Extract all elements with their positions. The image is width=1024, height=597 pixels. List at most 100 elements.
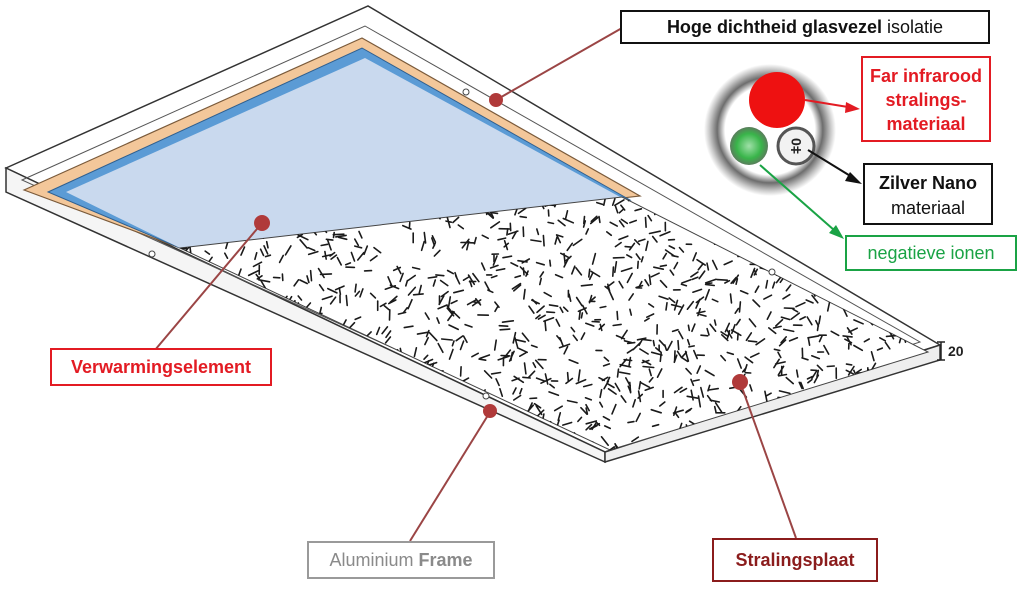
speckle [407, 298, 413, 310]
speckle [611, 266, 615, 278]
speckle [748, 318, 757, 328]
speckle [293, 390, 297, 403]
speckle [462, 335, 468, 344]
speckle [705, 282, 713, 285]
speckle [563, 345, 569, 355]
speckle [878, 336, 887, 342]
speckle [671, 328, 679, 333]
speckle [275, 330, 279, 342]
speckle [666, 340, 673, 351]
speckle [511, 282, 522, 290]
speckle [691, 276, 699, 281]
speckle [738, 438, 743, 449]
speckle [424, 312, 430, 321]
speckle [241, 339, 249, 349]
speckle [512, 394, 522, 401]
speckle [344, 350, 352, 361]
speckle [730, 329, 742, 337]
speckle [358, 365, 366, 369]
speckle [481, 234, 490, 240]
speckle [211, 393, 219, 403]
speckle [308, 421, 321, 425]
speckle [642, 365, 655, 369]
speckle [297, 295, 303, 301]
speckle [451, 340, 455, 347]
speckle [602, 415, 611, 421]
speckle [861, 439, 868, 449]
speckle [475, 445, 480, 450]
speckle [669, 269, 675, 276]
speckle [854, 395, 857, 405]
speckle [382, 453, 387, 457]
speckle [424, 336, 430, 346]
arrow-negative-ions-head [829, 225, 844, 239]
speckle [545, 311, 556, 314]
speckle [619, 363, 632, 368]
speckle [570, 326, 576, 333]
screw [462, 88, 470, 96]
speckle [440, 290, 449, 298]
speckle [484, 281, 491, 292]
speckle [338, 287, 342, 296]
speckle [486, 446, 498, 450]
speckle [548, 391, 560, 397]
speckle [927, 386, 928, 391]
speckle [862, 274, 869, 286]
speckle [210, 400, 214, 409]
speckle [461, 238, 470, 249]
speckle [375, 326, 381, 336]
speckle [797, 431, 808, 436]
speckle [690, 389, 694, 401]
speckle [499, 387, 504, 398]
speckle [483, 369, 493, 379]
speckle [842, 415, 849, 421]
speckle [467, 274, 476, 286]
speckle [640, 256, 644, 263]
speckle [923, 279, 928, 284]
speckle [648, 230, 662, 235]
speckle [782, 293, 791, 300]
speckle [879, 456, 881, 461]
speckle [924, 394, 927, 406]
speckle [921, 227, 928, 235]
speckle [826, 430, 832, 443]
dimension-marker [937, 341, 945, 361]
speckle [780, 444, 789, 450]
speckle [516, 452, 518, 459]
speckle [293, 433, 301, 439]
speckle [336, 256, 343, 266]
speckle [777, 373, 788, 377]
speckle [230, 297, 238, 302]
speckle [374, 399, 381, 407]
speckle [212, 304, 217, 315]
speckle [232, 455, 236, 461]
speckle [696, 258, 707, 266]
speckle [347, 402, 355, 406]
speckle [403, 414, 410, 420]
speckle [379, 365, 391, 374]
speckle [910, 310, 919, 320]
speckle [582, 383, 593, 388]
speckle [557, 219, 566, 227]
speckle [720, 354, 727, 362]
speckle [910, 303, 915, 311]
speckle [724, 279, 731, 284]
speckle [378, 381, 386, 391]
speckle [555, 234, 562, 244]
speckle [264, 254, 272, 258]
speckle [651, 423, 660, 428]
speckle [879, 382, 883, 390]
arrow-silver-nano [807, 149, 853, 178]
speckle [192, 395, 202, 401]
speckle [698, 270, 706, 280]
speckle [180, 383, 182, 396]
speckle [326, 239, 332, 251]
speckle [553, 405, 564, 412]
speckle [375, 444, 387, 447]
speckle [418, 396, 430, 400]
speckle [789, 253, 797, 257]
speckle [757, 219, 764, 228]
speckle [611, 403, 617, 415]
speckle [799, 381, 805, 390]
